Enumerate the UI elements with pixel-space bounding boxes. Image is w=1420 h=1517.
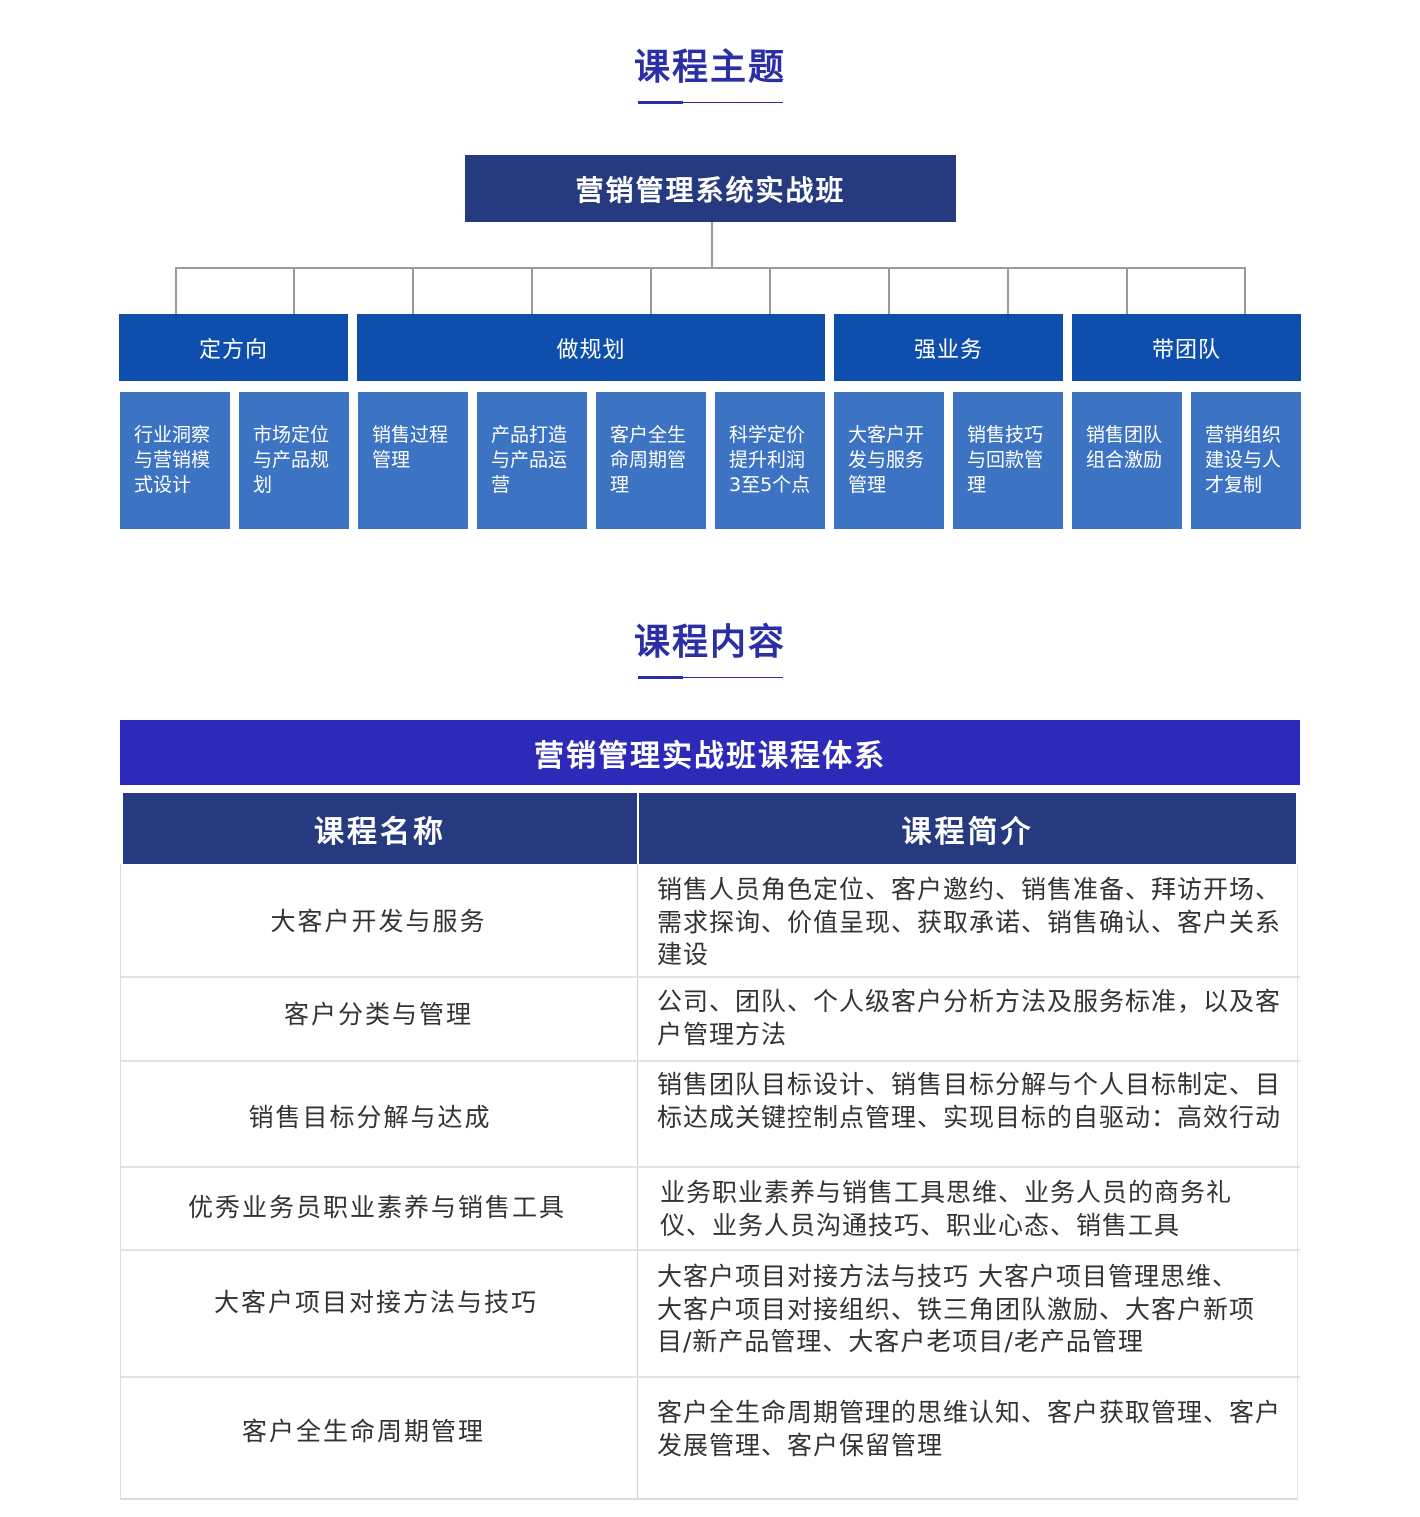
row-separator — [120, 976, 1300, 978]
row-separator — [120, 1060, 1300, 1062]
subitem-box: 市场定位与产品规划 — [239, 392, 349, 529]
table-row: 销售目标分解与达成 销售团队目标设计、销售目标分解与个人目标制定、目标达成关键控… — [120, 1062, 1300, 1166]
subitem-box: 大客户开发与服务管理 — [834, 392, 944, 529]
course-desc-cell: 客户全生命周期管理的思维认知、客户获取管理、客户发展管理、客户保留管理 — [657, 1398, 1282, 1460]
category-box-team: 带团队 — [1072, 314, 1301, 381]
subitem-box: 销售技巧与回款管理 — [953, 392, 1063, 529]
course-name-cell: 客户分类与管理 — [283, 1000, 473, 1029]
subitem-box: 行业洞察与营销模式设计 — [120, 392, 230, 529]
connector-drop — [175, 267, 177, 314]
subitem-box: 营销组织建设与人才复制 — [1191, 392, 1301, 529]
table-row: 优秀业务员职业素养与销售工具 业务职业素养与销售工具思维、业务人员的商务礼仪、业… — [120, 1168, 1300, 1249]
connector-drop — [888, 267, 890, 314]
column-divider — [637, 864, 638, 1498]
table-row: 客户分类与管理 公司、团队、个人级客户分析方法及服务标准，以及客户管理方法 — [120, 978, 1300, 1060]
column-header-desc: 课程简介 — [639, 793, 1296, 864]
connector-drop — [1126, 267, 1128, 314]
table-row: 大客户开发与服务 销售人员角色定位、客户邀约、销售准备、拜访开场、需求探询、价值… — [120, 864, 1300, 976]
connector-drop — [531, 267, 533, 314]
section-title-course-theme: 课程主题 — [633, 47, 786, 88]
title-underline — [638, 101, 783, 104]
connector-drop — [412, 267, 414, 314]
title-underline — [638, 676, 783, 679]
section-title-course-content: 课程内容 — [633, 622, 786, 663]
course-name-cell: 大客户开发与服务 — [270, 907, 487, 936]
table-banner: 营销管理实战班课程体系 — [120, 720, 1300, 785]
connector-drop — [293, 267, 295, 314]
row-separator — [120, 1249, 1300, 1251]
connector-drop — [1244, 267, 1246, 314]
course-desc-cell: 公司、团队、个人级客户分析方法及服务标准，以及客户管理方法 — [657, 987, 1282, 1049]
course-desc-cell: 销售团队目标设计、销售目标分解与个人目标制定、目标达成关键控制点管理、实现目标的… — [657, 1070, 1282, 1132]
course-name-cell: 销售目标分解与达成 — [248, 1103, 492, 1132]
course-desc-cell: 业务职业素养与销售工具思维、业务人员的商务礼仪、业务人员沟通技巧、职业心态、销售… — [660, 1178, 1233, 1240]
connector-drop — [1007, 267, 1009, 314]
table-row: 客户全生命周期管理 客户全生命周期管理的思维认知、客户获取管理、客户发展管理、客… — [120, 1378, 1300, 1498]
category-box-planning: 做规划 — [357, 314, 825, 381]
category-box-business: 强业务 — [834, 314, 1063, 381]
subitem-box: 客户全生命周期管理 — [596, 392, 706, 529]
connector-drop — [650, 267, 652, 314]
course-desc-cell: 销售人员角色定位、客户邀约、销售准备、拜访开场、需求探询、价值呈现、获取承诺、销… — [657, 875, 1282, 969]
course-name-cell: 客户全生命周期管理 — [241, 1417, 485, 1446]
connector-horizontal — [175, 267, 1246, 269]
subitem-box: 产品打造与产品运营 — [477, 392, 587, 529]
connector-drop — [769, 267, 771, 314]
course-desc-cell: 大客户项目对接方法与技巧 大客户项目管理思维、大客户项目对接组织、铁三角团队激励… — [657, 1262, 1256, 1356]
subitem-box: 销售团队组合激励 — [1072, 392, 1182, 529]
org-root-box: 营销管理系统实战班 — [465, 155, 956, 222]
table-body — [120, 864, 1298, 1500]
subitem-box: 科学定价提升利润3至5个点 — [715, 392, 825, 529]
row-separator — [120, 1166, 1300, 1168]
connector-root-stem — [711, 222, 713, 268]
row-separator — [120, 1376, 1300, 1378]
column-header-name: 课程名称 — [123, 793, 637, 864]
table-row: 大客户项目对接方法与技巧 大客户项目对接方法与技巧 大客户项目管理思维、大客户项… — [120, 1251, 1300, 1376]
category-box-direction: 定方向 — [119, 314, 348, 381]
subitem-box: 销售过程管理 — [358, 392, 468, 529]
course-name-cell: 优秀业务员职业素养与销售工具 — [187, 1193, 566, 1222]
course-name-cell: 大客户项目对接方法与技巧 — [213, 1288, 538, 1317]
